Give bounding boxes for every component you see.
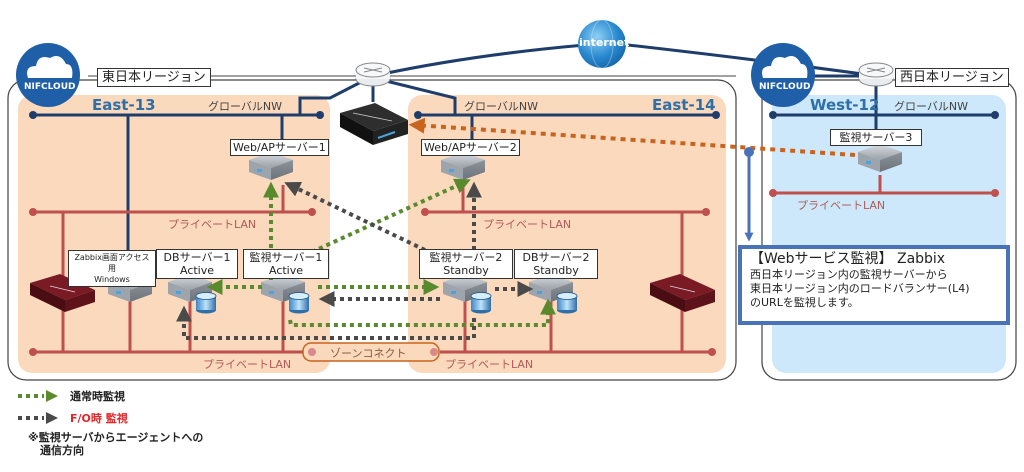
internet-link-west [627, 43, 871, 77]
db2-status: Standby [533, 264, 579, 277]
zone-connect-pipe [302, 342, 440, 362]
east13-private-lan-lower-label: プライベートLAN [203, 358, 292, 371]
east-region-label: 東日本リージョン [97, 68, 211, 87]
east14-private-lan-lower-label: プライベートLAN [445, 358, 534, 371]
west12-private-lan-label: プライベートLAN [797, 199, 886, 212]
zone-connect-label: ゾーンコネクト [330, 347, 407, 360]
webap2-label: Web/APサーバー2 [421, 139, 520, 156]
mon2-name: 監視サーバー2 [429, 251, 503, 264]
info-box-title: 【Webサービス監視】 Zabbix [750, 251, 946, 267]
internet-link-east [372, 43, 586, 78]
east14-private-lan-upper-label: プライベートLAN [483, 218, 572, 231]
nifcloud-logo-east-icon [16, 43, 80, 107]
info-box-line: 西日本リージョン内の監視サーバーから [750, 268, 948, 281]
info-box-line: のURLを監視します。 [750, 296, 859, 309]
router-to-east14-gnw [381, 78, 457, 115]
db1-status: Active [179, 264, 215, 277]
failover-mon2-to-db1 [176, 305, 476, 340]
zone-east14-name: East-14 [652, 96, 716, 114]
nifcloud-west-label: NIFCLOUD [759, 82, 811, 92]
legend: 通常時監視 F/O時 監視 ※監視サーバからエージェントへの 通信方向 [18, 385, 203, 457]
mon1-status: Active [268, 264, 304, 277]
webap1-server-icon [249, 152, 293, 180]
mon3-server-icon [858, 144, 902, 172]
zone-east14-area [408, 95, 726, 373]
info-box-line: 東日本リージョン内のロードバランサー(L4) [750, 282, 970, 295]
mon1-name: 監視サーバー1 [249, 251, 323, 264]
legend-note: ※監視サーバからエージェントへの 通信方向 [28, 431, 203, 457]
global-router-east-icon [355, 62, 391, 87]
zone-west12-name: West-12 [810, 96, 880, 114]
legend-normal-label: 通常時監視 [70, 390, 125, 403]
nifcloud-logo-west-icon [751, 43, 815, 107]
db2-name: DBサーバー2 [522, 251, 590, 264]
router-to-east13-gnw [298, 78, 366, 115]
webap1-name: Web/APサーバー1 [233, 141, 326, 154]
db2-server-icon [529, 274, 578, 314]
failover-mon2-to-webap1 [284, 181, 426, 252]
east13-global-nw-label: グローバルNW [208, 100, 282, 113]
legend-normal: 通常時監視 [18, 385, 203, 407]
webap2-name: Web/APサーバー2 [424, 141, 517, 154]
legend-note-line2: 通信方向 [40, 444, 84, 457]
db1-database-icon [195, 292, 217, 314]
normal-monitor-arrow-icon [18, 390, 58, 402]
mon3-name: 監視サーバー3 [839, 131, 913, 144]
webap2-server-icon [441, 152, 485, 180]
internet-label: internet [579, 36, 630, 49]
web-monitoring-info-box: 【Webサービス監視】 Zabbix 西日本リージョン内の監視サーバーから 東日… [738, 245, 1010, 325]
zone-east13-name: East-13 [92, 96, 156, 114]
east13-private-lan-upper-label: プライベートLAN [168, 218, 257, 231]
legend-failover-label: F/O時 監視 [70, 412, 128, 425]
zabbix-win-os: Windows [94, 275, 130, 284]
west-region-label: 西日本リージョン [895, 68, 1009, 87]
zabbix-win-name: Zabbix画面アクセス用 [74, 253, 150, 273]
router-right-icon [650, 274, 715, 312]
internet-globe-icon [578, 19, 626, 69]
mon2-status: Standby [443, 264, 489, 277]
west12-global-nw-label: グローバルNW [894, 100, 968, 113]
load-balancer-icon [340, 103, 408, 145]
nifcloud-east-label: NIFCLOUD [24, 82, 76, 92]
normal-mon1-to-db2 [288, 298, 556, 327]
normal-mon1-to-webap2 [289, 178, 471, 264]
webap1-label: Web/APサーバー1 [230, 139, 329, 156]
web-monitor-mon3-to-lb [408, 117, 856, 157]
failover-monitor-arrow-icon [18, 412, 58, 424]
legend-failover: F/O時 監視 [18, 407, 203, 429]
east14-global-nw-label: グローバルNW [464, 100, 538, 113]
global-router-west-icon [858, 62, 894, 87]
mon3-label: 監視サーバー3 [830, 129, 922, 146]
legend-note-line1: ※監視サーバからエージェントへの [28, 431, 204, 444]
router-left-icon [30, 274, 95, 312]
db1-name: DBサーバー1 [163, 251, 231, 264]
zabbix-win-label: Zabbix画面アクセス用 Windows [68, 250, 156, 287]
db2-database-icon [556, 292, 578, 314]
mon1-database-icon [288, 292, 310, 314]
mon2-database-icon [470, 292, 492, 314]
